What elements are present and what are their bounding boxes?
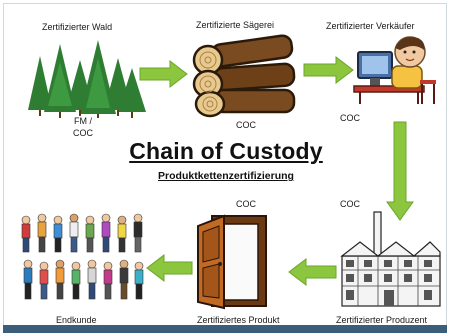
- customer-label: Endkunde: [56, 315, 97, 325]
- forest-icon: [28, 40, 146, 118]
- seller-label: Zertifizierter Verkäufer: [326, 21, 415, 31]
- diagram-title: Chain of Custody: [129, 138, 323, 164]
- arrow-icon: [386, 121, 414, 221]
- forest-label: Zertifizierter Wald: [42, 22, 113, 32]
- producer-label: Zertifizierter Produzent: [336, 315, 428, 325]
- producer-cert: COC: [340, 199, 360, 209]
- arrow-icon: [288, 257, 337, 287]
- arrow-icon: [146, 253, 193, 283]
- log-pile-icon: [192, 34, 296, 118]
- arrow-icon: [139, 59, 188, 89]
- arrow-icon: [303, 55, 354, 85]
- seller-cert: COC: [340, 113, 360, 123]
- forest-cert-line2: COC: [73, 128, 93, 138]
- diagram-subtitle: Produktkettenzertifizierung: [158, 170, 294, 182]
- product-label: Zertifiziertes Produkt: [197, 315, 280, 325]
- people-crowd-icon: [21, 213, 144, 300]
- bottom-bar: [3, 325, 447, 333]
- computer-user-icon: [353, 36, 436, 104]
- sawmill-label: Zertifizierte Sägerei: [196, 20, 275, 30]
- door-icon: [197, 214, 267, 310]
- product-cert: COC: [236, 199, 256, 209]
- forest-cert-line1: FM /: [74, 116, 92, 126]
- sawmill-cert: COC: [236, 120, 256, 130]
- factory-icon: [340, 211, 441, 307]
